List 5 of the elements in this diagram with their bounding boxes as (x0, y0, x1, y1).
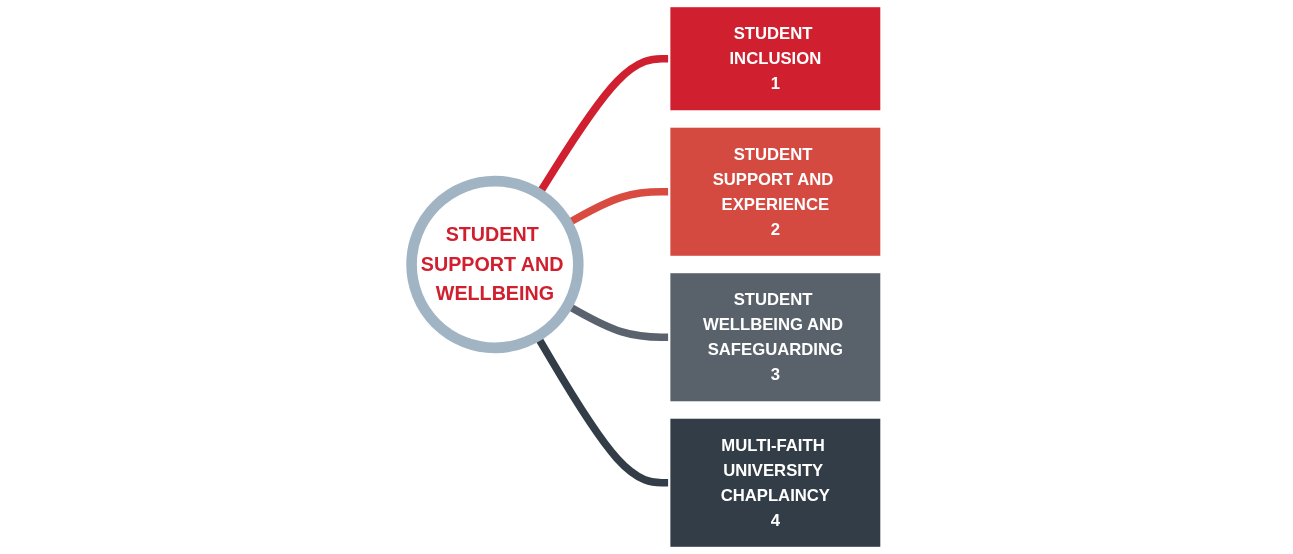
node-circle: STUDENT SUPPORT AND WELLBEING (406, 175, 584, 354)
node-box: STUDENT INCLUSION 1 (668, 4, 883, 113)
node-box: STUDENT WELLBEING AND SAFEGUARDING 3 (668, 270, 883, 404)
node-box: STUDENT SUPPORT AND EXPERIENCE 2 (668, 125, 883, 259)
node-box: MULTI-FAITH UNIVERSITY CHAPLAINCY 4 (668, 416, 883, 550)
